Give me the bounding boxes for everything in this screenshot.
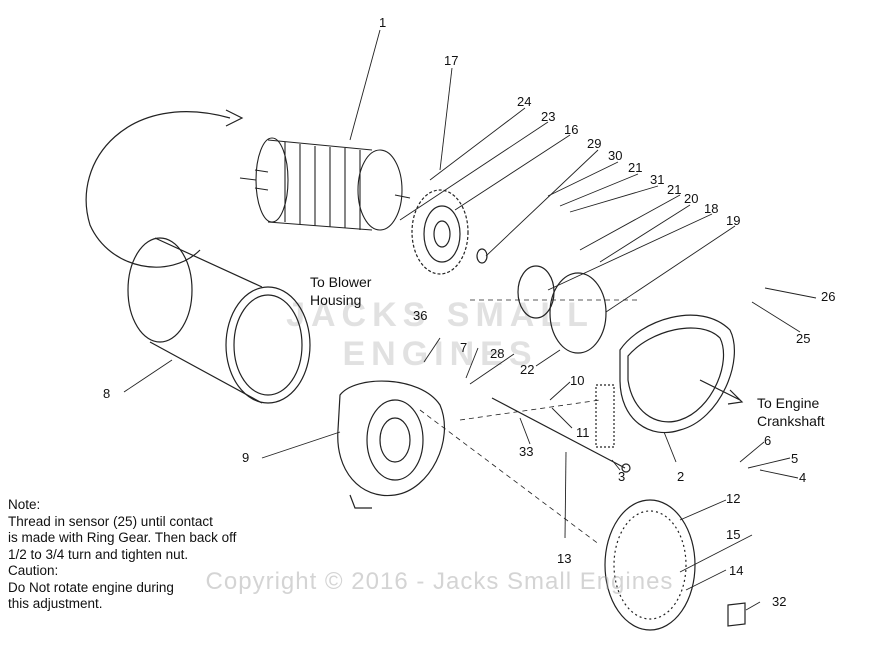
part-label: 6 <box>764 433 771 448</box>
note-line: is made with Ring Gear. Then back off <box>8 530 237 545</box>
note-line: Thread in sensor (25) until contact <box>8 513 213 529</box>
rotor-sweep-curve <box>85 111 231 268</box>
part-label: 19 <box>726 213 740 228</box>
sensor-screen <box>595 384 615 448</box>
washer-part <box>476 248 488 264</box>
part-label: 21 <box>667 182 681 197</box>
part-label: 17 <box>444 53 458 68</box>
blower-caption: Housing <box>310 292 361 308</box>
rotor-part <box>239 137 411 231</box>
part-label: 9 <box>242 450 249 465</box>
part-label: 1 <box>379 15 386 30</box>
part-label: 23 <box>541 109 555 124</box>
part-label: 24 <box>517 94 531 109</box>
part-label: 30 <box>608 148 622 163</box>
blower-caption: To Blower <box>310 274 372 290</box>
part-label: 33 <box>519 444 533 459</box>
part-label: 11 <box>576 425 590 440</box>
part-label: 10 <box>570 373 584 388</box>
part-label: 32 <box>772 594 786 609</box>
flex-plate-small <box>517 265 555 319</box>
part-label: 20 <box>684 191 698 206</box>
part-label: 28 <box>490 346 504 361</box>
part-label: 22 <box>520 362 534 377</box>
crankshaft-arrow <box>699 379 744 405</box>
part-label: 13 <box>557 551 571 566</box>
part-label: 29 <box>587 136 601 151</box>
bolt-head <box>621 463 631 473</box>
part-label: 7 <box>460 340 467 355</box>
note-line: 1/2 to 3/4 turn and tighten nut. <box>8 546 189 562</box>
part-label: 36 <box>413 308 427 323</box>
part-label: 31 <box>650 172 664 187</box>
engine-caption: Crankshaft <box>757 413 825 429</box>
part-labels: 1 17 24 23 16 29 30 21 31 21 20 18 19 26… <box>103 15 835 609</box>
plate-32 <box>727 602 746 627</box>
part-label: 5 <box>791 451 798 466</box>
part-label: 12 <box>726 491 740 506</box>
part-label: 3 <box>618 469 625 484</box>
part-label: 8 <box>103 386 110 401</box>
leader-lines <box>123 29 817 611</box>
note-line: Do Not rotate engine during <box>8 579 174 595</box>
part-label: 15 <box>726 527 740 542</box>
part-label: 14 <box>729 563 743 578</box>
rotor-sweep-arrowhead <box>225 109 244 127</box>
engine-caption: To Engine <box>757 395 819 411</box>
through-bolt <box>491 397 626 469</box>
adapter-housing <box>337 380 445 509</box>
assembly-lines <box>419 299 640 546</box>
part-label: 18 <box>704 201 718 216</box>
part-label: 25 <box>796 331 810 346</box>
flex-plate-large <box>549 272 607 354</box>
part-label: 26 <box>821 289 835 304</box>
end-housing <box>619 314 735 434</box>
stator-housing <box>127 237 311 404</box>
ring-gear <box>411 189 469 275</box>
adjustment-note: Note: Thread in sensor (25) until contac… <box>8 497 328 613</box>
note-heading: Note: <box>8 497 41 512</box>
part-label: 4 <box>799 470 806 485</box>
part-label: 16 <box>564 122 578 137</box>
part-label: 21 <box>628 160 642 175</box>
end-cover <box>604 499 696 631</box>
part-label: 2 <box>677 469 684 484</box>
caution-heading: Caution: <box>8 563 59 578</box>
note-line: this adjustment. <box>8 596 103 611</box>
